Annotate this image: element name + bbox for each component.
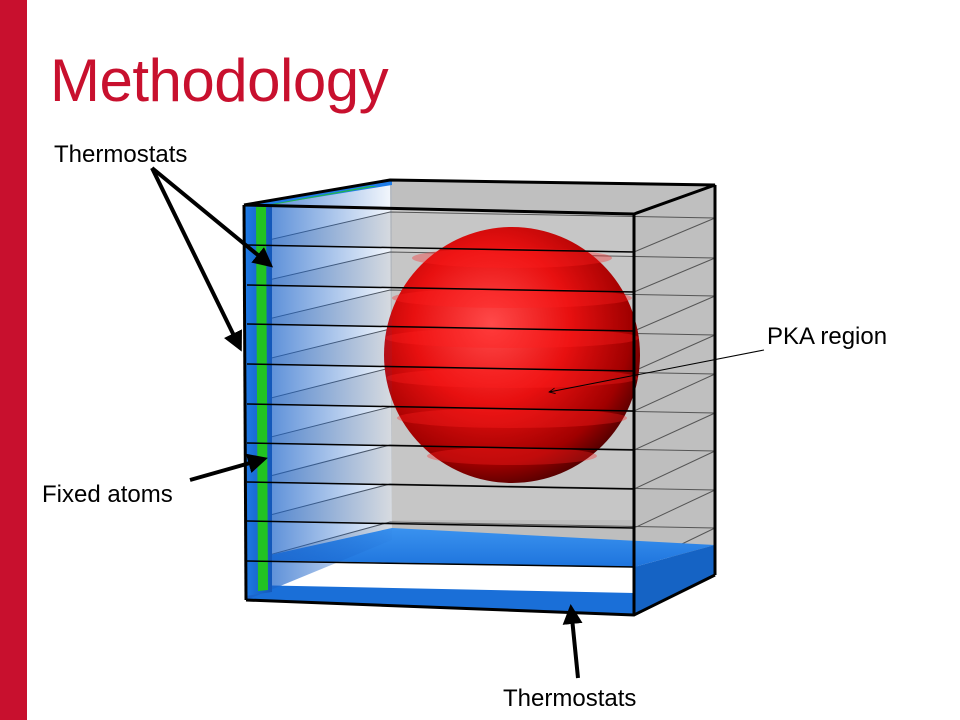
pka-region-label: PKA region (767, 323, 888, 350)
thermostat-top-arrow-2 (150, 167, 242, 352)
fixed-atoms-arrow (189, 453, 268, 482)
fixed-atoms-layer (256, 186, 378, 591)
thermostat-top-arrow-1 (150, 166, 274, 268)
box-outline (242, 178, 717, 617)
accent-bar (0, 0, 27, 720)
bottom-thermostat-side (634, 545, 715, 615)
thermostat-bottom-arrow (562, 604, 583, 679)
pka-sphere (384, 227, 640, 483)
thermostats-bottom-label: Thermostats (503, 685, 637, 712)
annotation-arrows (150, 166, 583, 679)
slide-title: Methodology (50, 47, 389, 114)
thermostats-top-label: Thermostats (54, 141, 188, 168)
pka-arrow (549, 349, 765, 392)
fixed-atoms-label: Fixed atoms (42, 481, 173, 508)
slab-edges (246, 244, 635, 568)
bottom-thermostat-front (247, 585, 634, 615)
